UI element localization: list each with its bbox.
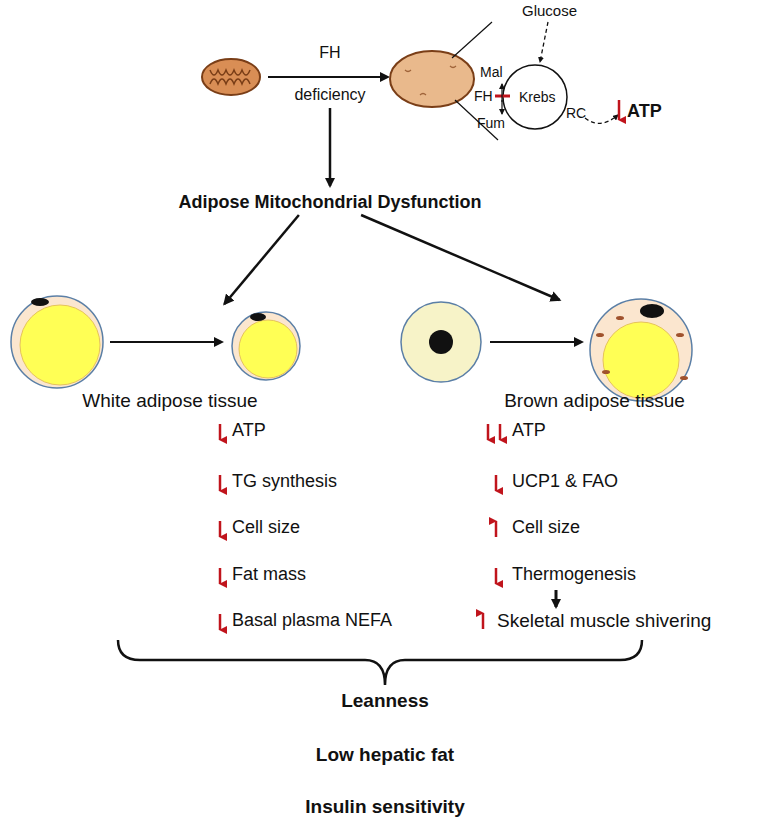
connector-arrow [224,215,298,304]
text-label: Low hepatic fat [316,744,454,766]
text-label: FH [319,44,340,62]
text-label: Leanness [341,690,429,712]
text-label: ATP [627,101,662,122]
text-label: FH [474,88,493,104]
text-label: Insulin sensitivity [305,796,464,818]
connector-arrow [361,215,560,300]
text-label: Fat mass [232,564,306,585]
text-label: Cell size [512,517,580,538]
mitochondrion-normal [202,59,260,95]
text-label: Glucose [522,2,577,19]
text-label: Skeletal muscle shivering [497,610,711,632]
arrow [329,108,332,186]
text-node: Adipose Mitochondrial Dysfunction [174,190,485,215]
text-label: UCP1 & FAO [512,471,618,492]
brown-adipocyte [401,299,692,401]
mitochondrion-damaged [390,51,474,107]
text-label: ATP [512,420,546,441]
text-node: Brown adipose tissue [420,296,769,412]
text-label: Krebs [519,89,556,105]
text-label: Cell size [232,517,300,538]
text-label: Basal plasma NEFA [232,610,392,631]
node-text: White adipose tissue [82,390,257,412]
change-arrows [220,424,500,630]
text-label: Thermogenesis [512,564,636,585]
text-label: Mal [480,64,503,80]
text-label: RC [566,105,586,121]
text-label: deficiency [294,86,365,104]
text-label: TG synthesis [232,471,337,492]
node-text: Brown adipose tissue [504,390,685,412]
arrow [268,76,388,78]
bracket [118,640,642,685]
node-text: Adipose Mitochondrial Dysfunction [178,192,481,213]
text-label: Fum [477,115,505,131]
text-label: ATP [232,420,266,441]
text-node: White adipose tissue [0,300,340,412]
white-adipocyte [11,296,300,388]
